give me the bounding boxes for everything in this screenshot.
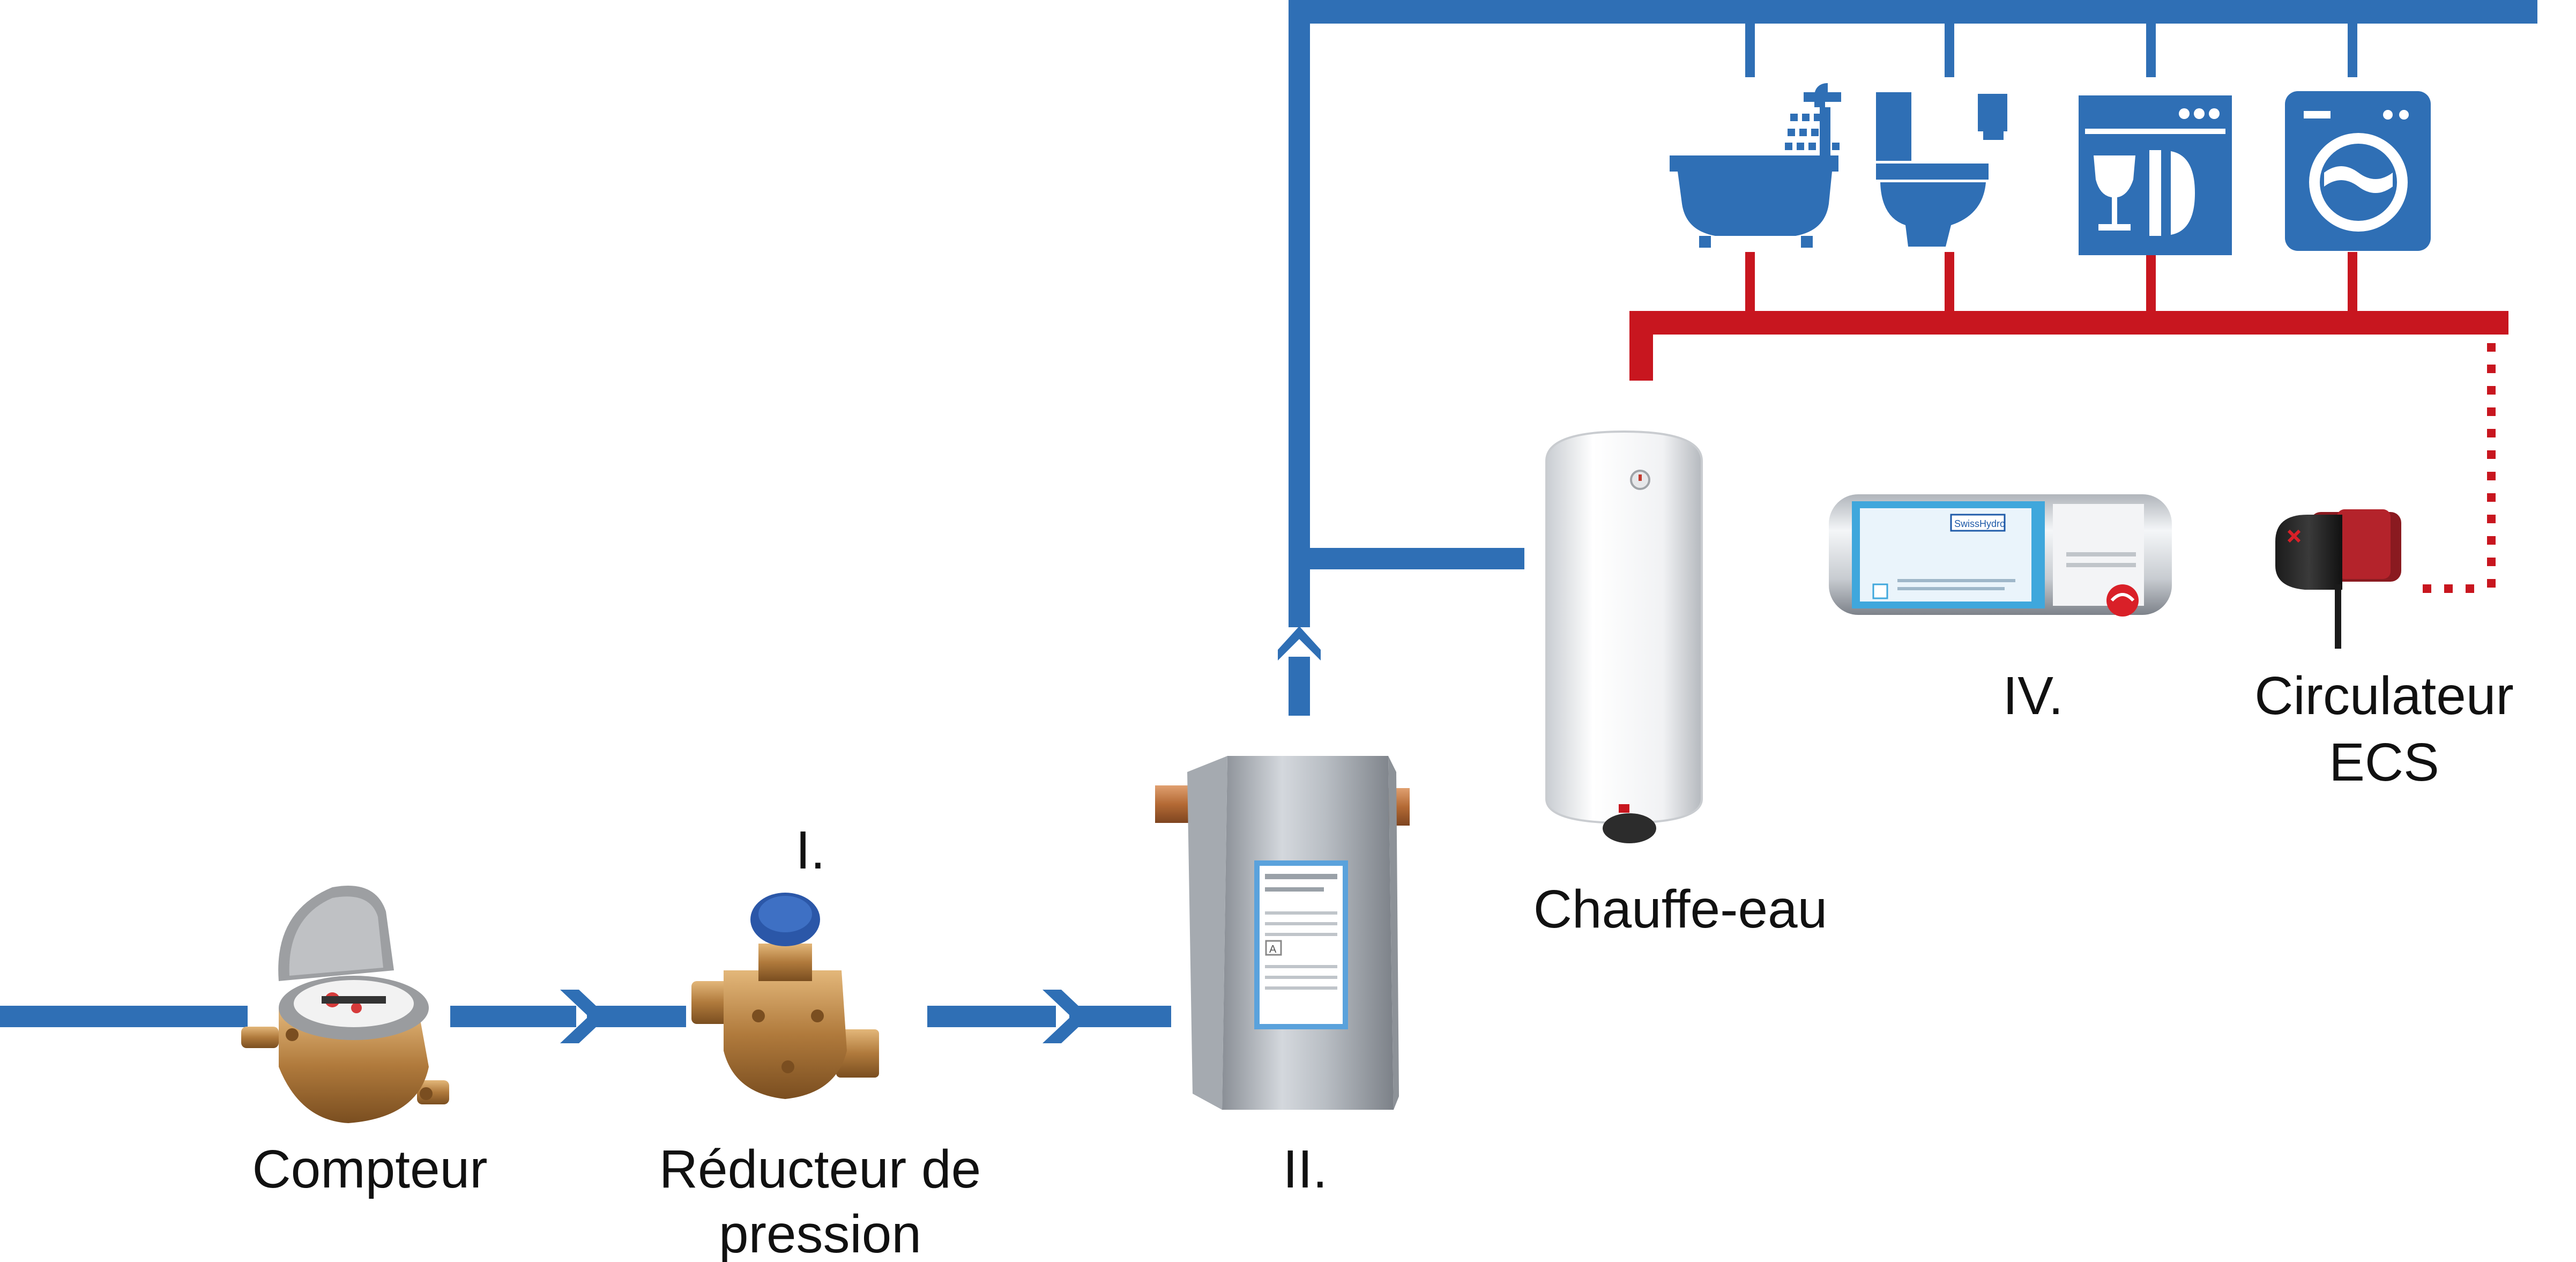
dishwasher-icon xyxy=(2079,95,2232,255)
toilet-icon xyxy=(1876,92,2007,247)
pump-label-line1: Circulateur xyxy=(2254,666,2514,726)
softener-unit-image: SwissHydro xyxy=(1829,494,2172,617)
cold-distribution-pipe xyxy=(1289,0,2537,77)
softener-numeral-label: IV. xyxy=(2002,666,2063,726)
washing-machine-icon xyxy=(2285,91,2431,251)
water-heater-image xyxy=(1545,430,1703,843)
reducer-numeral-label: I. xyxy=(795,820,825,880)
heater-label: Chauffe-eau xyxy=(1533,879,1828,939)
reducer-label-line2: pression xyxy=(719,1204,921,1262)
reducer-label-line1: Réducteur de xyxy=(659,1139,981,1199)
bathtub-icon xyxy=(1670,83,1841,248)
filter-numeral-label: II. xyxy=(1283,1139,1327,1199)
hot-return-dotted-line xyxy=(2423,343,2496,593)
filter-unit-image: A xyxy=(1155,756,1410,1110)
flow-arrow-1 xyxy=(560,990,607,1043)
pump-label-line2: ECS xyxy=(2329,732,2439,792)
softener-brand-text: SwissHydro xyxy=(1954,518,2005,529)
cold-riser-pipe xyxy=(1278,11,1524,716)
circulator-pump-image xyxy=(2275,509,2401,649)
pressure-reducer-image xyxy=(691,893,879,1099)
filter-plate-text: A xyxy=(1269,944,1277,955)
meter-label: Compteur xyxy=(252,1139,487,1199)
hot-distribution-pipe xyxy=(1629,252,2508,381)
flow-arrow-2 xyxy=(1043,990,1090,1043)
water-meter-image xyxy=(241,886,449,1123)
